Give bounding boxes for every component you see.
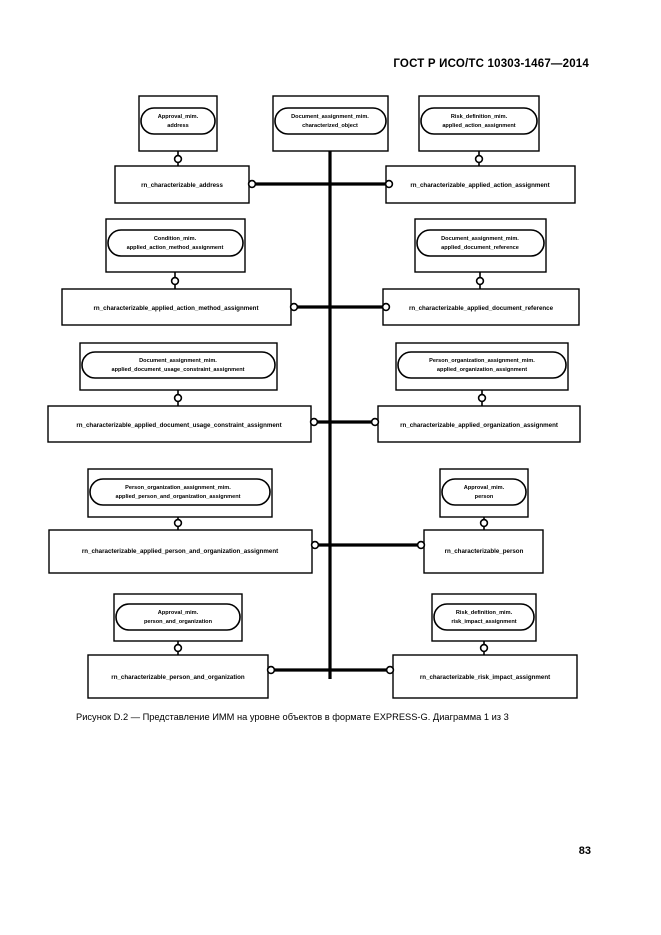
relationship-circle-icon	[381, 302, 391, 312]
relationship-circle-icon	[247, 179, 257, 189]
schema-label-line2: characterized_object	[302, 123, 358, 129]
entity-box-rn-characterizable-risk-impact-assignment[interactable]: rn_characterizable_risk_impact_assignmen…	[392, 654, 578, 699]
schema-label-line1: Condition_mim.	[154, 236, 197, 242]
schema-label-line2: person	[475, 494, 494, 500]
schema-label-line1: Risk_definition_mim.	[456, 610, 513, 616]
schema-label-line1: Document_assignment_mim.	[291, 114, 369, 120]
schema-box-document-assignment-applied-document-usage-constraint-assignment[interactable]: Document_assignment_mim. applied_documen…	[79, 342, 278, 391]
relationship-circle-icon	[477, 393, 487, 403]
relationship-circle-icon	[385, 665, 395, 675]
relationship-circle-icon	[370, 417, 380, 427]
entity-label: rn_characterizable_applied_document_usag…	[76, 422, 281, 429]
schema-box-risk-definition-applied-action-assignment[interactable]: Risk_definition_mim. applied_action_assi…	[418, 95, 540, 152]
schema-label-line1: Document_assignment_mim.	[441, 236, 519, 242]
entity-box-rn-characterizable-applied-organization-assignment[interactable]: rn_characterizable_applied_organization_…	[377, 405, 581, 443]
schema-box-document-assignment-characterized-object[interactable]: Document_assignment_mim. characterized_o…	[272, 95, 389, 152]
schema-box-document-assignment-applied-document-reference[interactable]: Document_assignment_mim. applied_documen…	[414, 218, 547, 273]
schema-label-line2: risk_impact_assignment	[451, 619, 516, 625]
schema-box-condition-applied-action-method-assignment[interactable]: Condition_mim. applied_action_method_ass…	[105, 218, 246, 273]
schema-label-line1: Risk_definition_mim.	[451, 114, 508, 120]
schema-box-approval-address[interactable]: Approval_mim. address	[138, 95, 218, 152]
relationship-circle-icon	[173, 154, 183, 164]
schema-box-person-organization-applied-person-and-organization-assignment[interactable]: Person_organization_assignment_mim. appl…	[87, 468, 273, 518]
schema-box-approval-person[interactable]: Approval_mim. person	[439, 468, 529, 518]
schema-label-line2: applied_action_method_assignment	[127, 245, 224, 251]
relationship-circle-icon	[266, 665, 276, 675]
standard-header: ГОСТ Р ИСО/ТС 10303-1467—2014	[393, 58, 589, 70]
page-number: 83	[578, 845, 591, 857]
relationship-circle-icon	[309, 417, 319, 427]
entity-label: rn_characterizable_applied_action_assign…	[410, 182, 549, 189]
entity-box-rn-characterizable-applied-person-and-organization-assignment[interactable]: rn_characterizable_applied_person_and_or…	[48, 529, 313, 574]
schema-label-line1: Approval_mim.	[158, 610, 199, 616]
entity-label: rn_characterizable_applied_organization_…	[400, 422, 558, 429]
schema-label-line1: Approval_mim.	[464, 485, 505, 491]
relationship-circle-icon	[170, 276, 180, 286]
entity-label: rn_characterizable_person	[445, 548, 524, 555]
figure-caption: Рисунок D.2 — Представление ИММ на уровн…	[76, 712, 509, 722]
connector-layer	[174, 140, 485, 679]
relationship-circle-icon	[173, 643, 183, 653]
entity-label: rn_characterizable_risk_impact_assignmen…	[420, 674, 550, 681]
relationship-circle-icon	[475, 276, 485, 286]
entity-box-rn-characterizable-applied-document-reference[interactable]: rn_characterizable_applied_document_refe…	[382, 288, 580, 326]
relationship-circle-icon	[310, 540, 320, 550]
schema-label-line1: Approval_mim.	[158, 114, 199, 120]
schema-label-line2: applied_document_usage_constraint_assign…	[111, 367, 244, 373]
entity-box-rn-characterizable-applied-document-usage-constraint-assignment[interactable]: rn_characterizable_applied_document_usag…	[47, 405, 312, 443]
relationship-circle-icon	[479, 643, 489, 653]
schema-box-approval-person-and-organization[interactable]: Approval_mim. person_and_organization	[113, 593, 243, 642]
entity-box-rn-characterizable-person[interactable]: rn_characterizable_person	[423, 529, 544, 574]
relationship-circle-icon	[479, 518, 489, 528]
entity-box-rn-characterizable-person-and-organization[interactable]: rn_characterizable_person_and_organizati…	[87, 654, 269, 699]
entity-box-rn-characterizable-applied-action-assignment[interactable]: rn_characterizable_applied_action_assign…	[385, 165, 576, 204]
schema-label-line2: applied_document_reference	[441, 245, 519, 251]
schema-label-line1: Document_assignment_mim.	[139, 358, 217, 364]
entity-label: rn_characterizable_applied_action_method…	[93, 305, 258, 312]
relationship-circle-icon	[173, 393, 183, 403]
schema-label-line1: Person_organization_assignment_mim.	[429, 358, 535, 364]
entity-label: rn_characterizable_person_and_organizati…	[111, 674, 245, 681]
schema-label-line2: address	[167, 123, 188, 129]
relationship-circle-icon	[289, 302, 299, 312]
entity-label: rn_characterizable_applied_person_and_or…	[82, 548, 278, 555]
schema-label-line2: person_and_organization	[144, 619, 213, 625]
schema-label-line1: Person_organization_assignment_mim.	[125, 485, 231, 491]
schema-label-line2: applied_person_and_organization_assignme…	[116, 494, 241, 500]
schema-label-line2: applied_organization_assignment	[437, 367, 527, 373]
relationship-circle-icon	[384, 179, 394, 189]
schema-box-person-organization-applied-organization-assignment[interactable]: Person_organization_assignment_mim. appl…	[395, 342, 569, 391]
relationship-circle-icon	[474, 154, 484, 164]
entity-box-rn-characterizable-address[interactable]: rn_characterizable_address	[114, 165, 250, 204]
schema-label-line2: applied_action_assignment	[442, 123, 515, 129]
schema-box-risk-definition-risk-impact-assignment[interactable]: Risk_definition_mim. risk_impact_assignm…	[431, 593, 537, 642]
entity-label: rn_characterizable_applied_document_refe…	[409, 305, 554, 312]
relationship-marker-layer	[170, 154, 489, 675]
entity-box-rn-characterizable-applied-action-method-assignment[interactable]: rn_characterizable_applied_action_method…	[61, 288, 292, 326]
relationship-circle-icon	[416, 540, 426, 550]
entity-label: rn_characterizable_address	[141, 182, 223, 189]
relationship-circle-icon	[173, 518, 183, 528]
